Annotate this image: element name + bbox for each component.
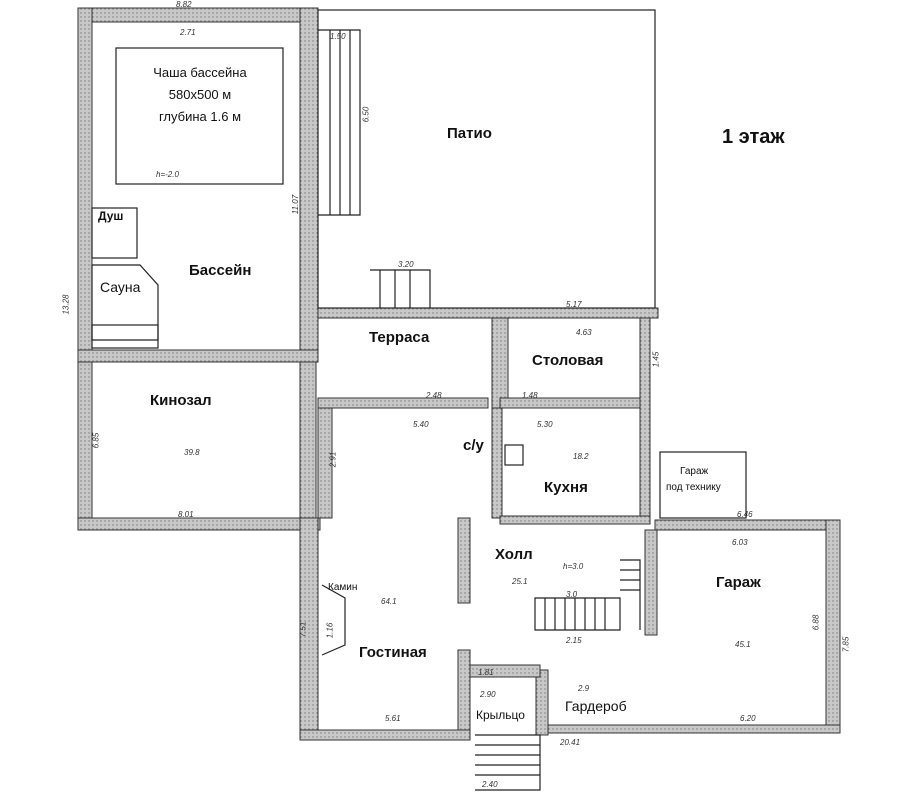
dimension: 1.45	[651, 351, 661, 368]
area-cinema: 39.8	[184, 448, 200, 457]
small-garage-outline	[659, 451, 747, 519]
dimension: 2.40	[482, 780, 498, 789]
dimension: 2.48	[426, 391, 442, 400]
pool-bowl-line2: 580x500 м	[168, 87, 232, 102]
dimension: 11.07	[291, 194, 301, 215]
dimension: 2.15	[566, 636, 582, 645]
room-living: Гостиная	[359, 644, 427, 661]
dimension: 6.50	[361, 106, 371, 123]
floor-title: 1 этаж	[722, 126, 785, 148]
room-shower: Душ	[98, 209, 124, 223]
dimension: 5.61	[385, 714, 401, 723]
room-small-garage-1: Гараж	[680, 466, 709, 477]
dimension: 5.40	[413, 420, 429, 429]
room-dining: Столовая	[532, 352, 604, 369]
dimension: 5.30	[537, 420, 553, 429]
dimension: 2.90	[480, 690, 496, 699]
dimension: 2.91	[328, 451, 338, 468]
outlines	[91, 9, 747, 791]
room-small-garage-2: под технику	[666, 482, 721, 493]
room-terrace: Терраса	[369, 329, 430, 346]
dimension: h=-2.0	[156, 170, 179, 179]
dimension: 8.82	[176, 0, 192, 9]
room-kitchen: Кухня	[544, 479, 588, 496]
dimension: 6.20	[740, 714, 756, 723]
pool-bowl-outline	[115, 47, 284, 185]
dimension: 7.85	[841, 636, 851, 653]
dimension: 1.50	[330, 32, 346, 41]
room-patio: Патио	[447, 125, 492, 142]
area-garage: 45.1	[735, 640, 751, 649]
room-fireplace: Камин	[328, 582, 358, 593]
dimension: 3.0	[566, 590, 578, 599]
area-wardrobe: 2.9	[578, 684, 590, 693]
room-sauna: Сауна	[100, 279, 141, 295]
room-garage: Гараж	[716, 574, 761, 591]
dimension: 13.28	[61, 294, 71, 315]
area-kitchen: 18.2	[573, 452, 589, 461]
dimension: 6.85	[91, 432, 101, 449]
dimension: 8.01	[178, 510, 194, 519]
room-wardrobe: Гардероб	[565, 698, 627, 714]
dimension: 4.63	[576, 328, 592, 337]
area-hall: 25.1	[512, 577, 528, 586]
dimension: 1.48	[522, 391, 538, 400]
dimension: 2.71	[180, 28, 196, 37]
dimension: 6.46	[737, 510, 753, 519]
pool-bowl-line3: глубина 1.6 м	[158, 109, 242, 124]
area-living: 64.1	[381, 597, 397, 606]
room-cinema: Кинозал	[150, 392, 212, 409]
pool-bowl-label: Чаша бассейна 580x500 м глубина 1.6 м	[130, 62, 270, 128]
dimension: 7.51	[298, 621, 308, 638]
dimension: 6.03	[732, 538, 748, 547]
dimension: 1.81	[478, 668, 494, 677]
patio-outline	[317, 9, 656, 309]
walls	[77, 7, 841, 741]
dimension: 6.88	[811, 614, 821, 631]
dimension: 3.20	[398, 260, 414, 269]
room-porch: Крыльцо	[476, 708, 525, 722]
dimension: 1.16	[325, 622, 335, 639]
room-wc: с/у	[463, 437, 484, 454]
pool-bowl-line1: Чаша бассейна	[153, 65, 247, 80]
dimension: h=3.0	[563, 562, 584, 571]
dimension: 5.17	[566, 300, 582, 309]
dimension: 20.41	[560, 738, 581, 747]
room-hall: Холл	[495, 546, 533, 563]
room-pool: Бассейн	[189, 262, 252, 279]
